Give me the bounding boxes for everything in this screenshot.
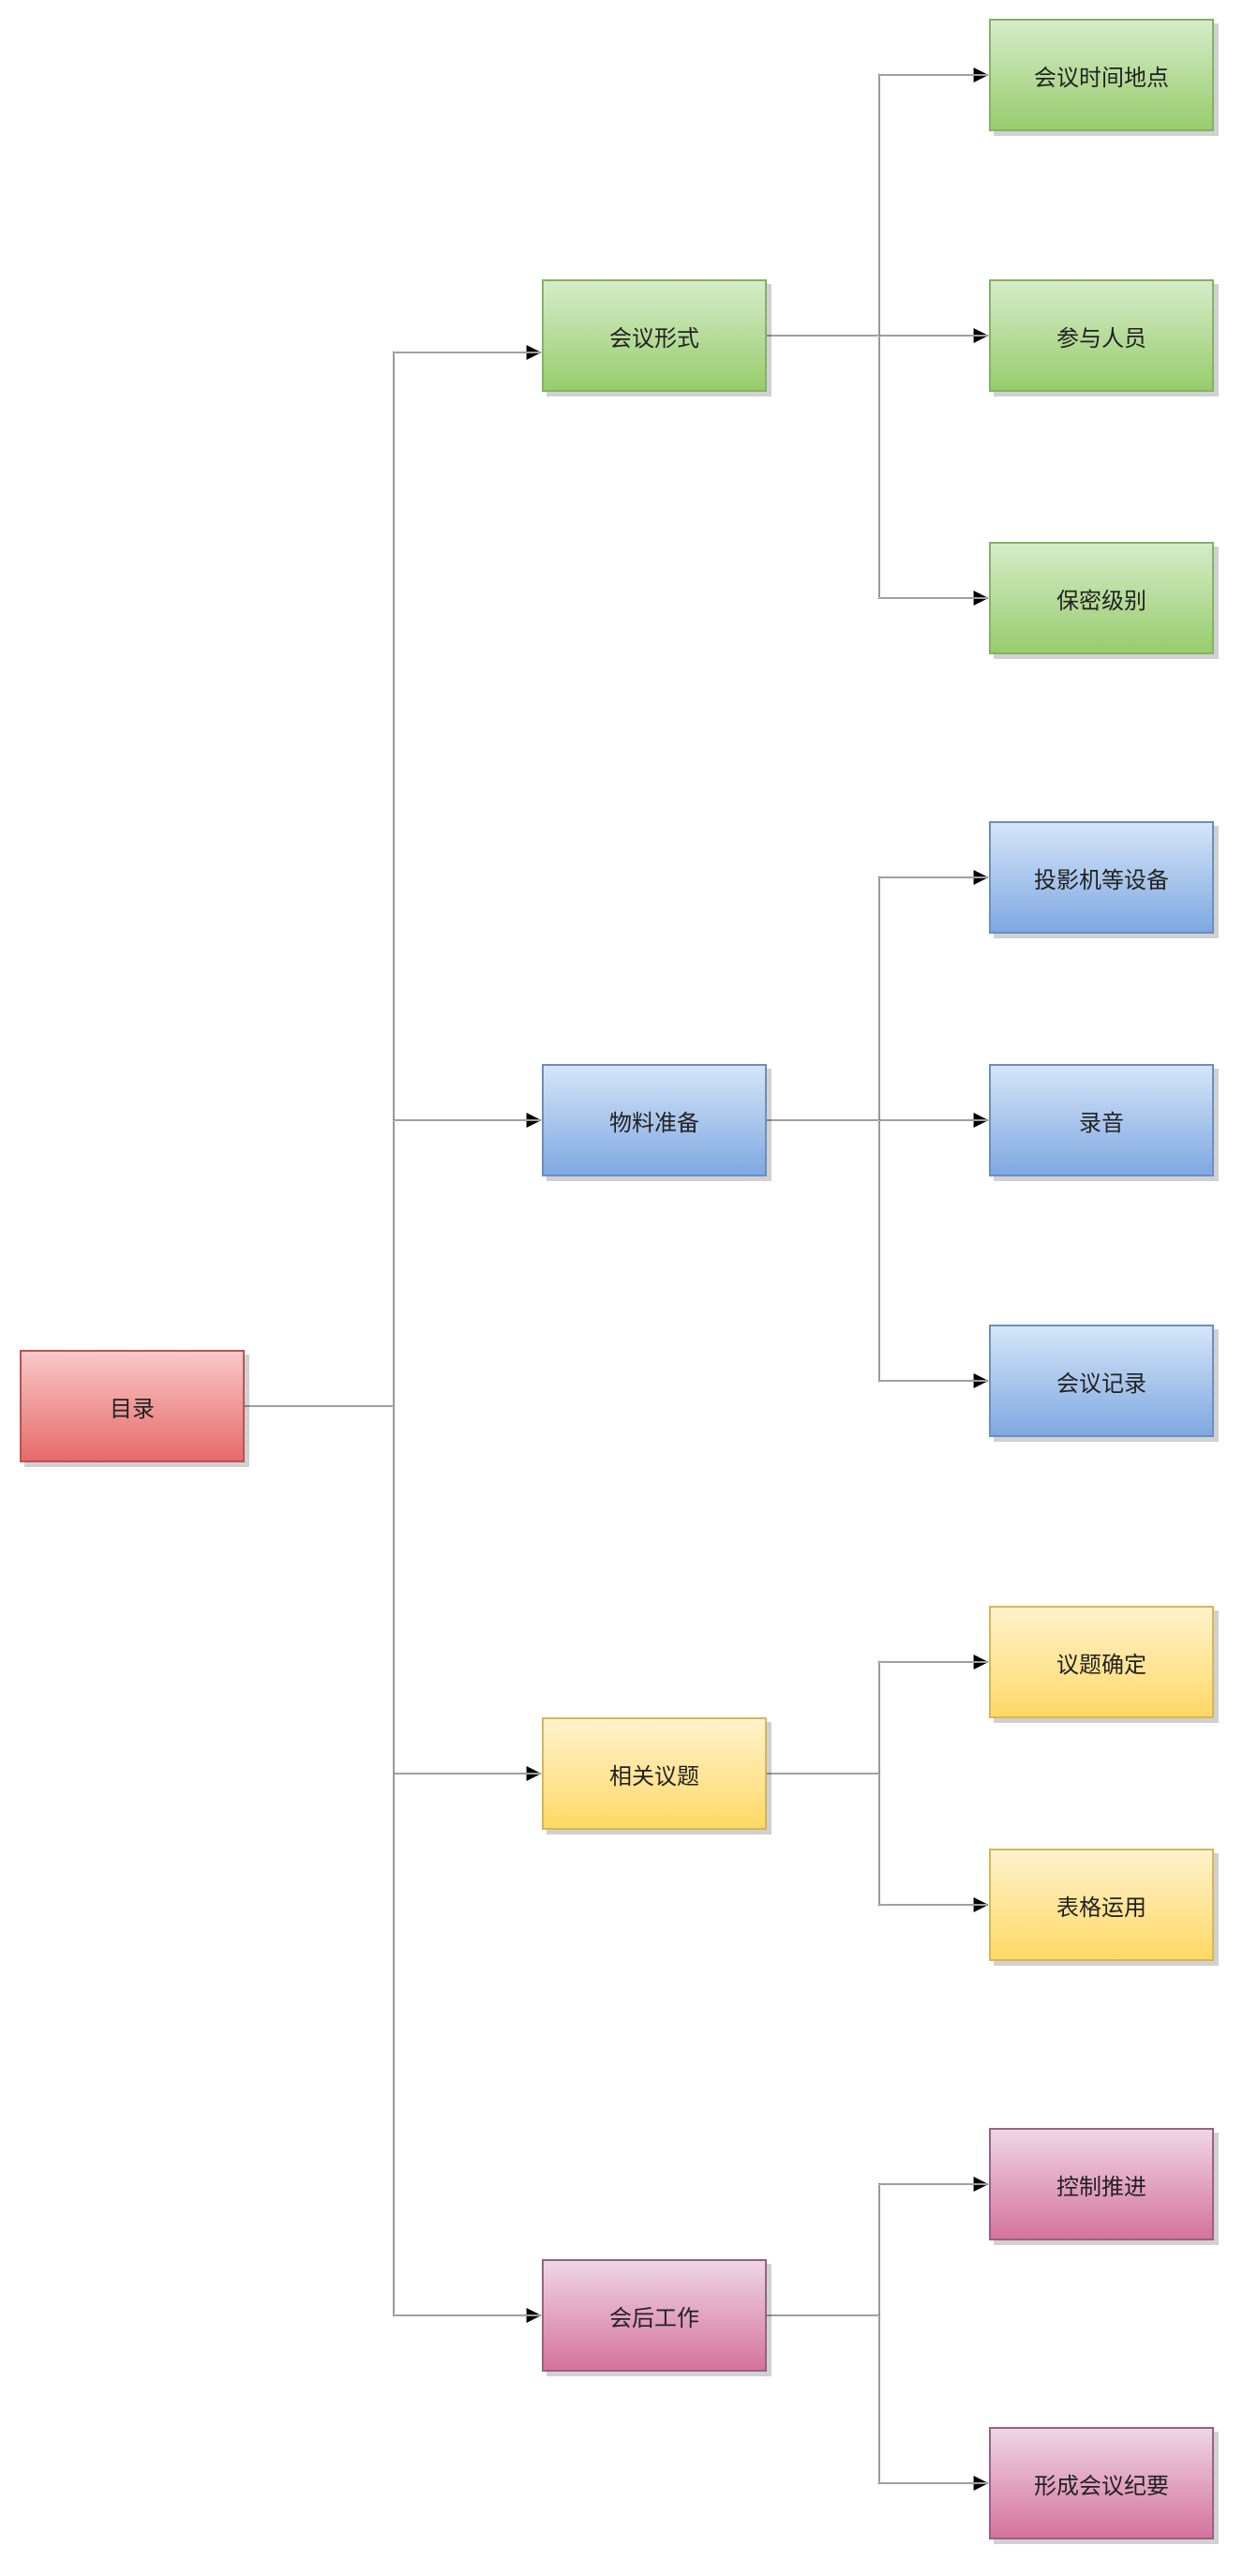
connector-root-to-post-meeting-work-highlight — [245, 1405, 540, 2316]
leaf-node-label: 保密级别 — [1056, 587, 1146, 614]
connector-root-to-related-topics — [245, 1405, 542, 1781]
leaf-node-label: 形成会议纪要 — [1034, 2472, 1169, 2499]
leaf-node-label: 投影机等设备 — [1034, 866, 1169, 893]
leaf-node-label: 会议记录 — [1056, 1370, 1146, 1397]
connector-post-to-control-highlight — [767, 2183, 987, 2316]
leaf-node-participants[interactable]: 参与人员 — [989, 279, 1214, 392]
connector-format-to-confidentiality — [767, 335, 989, 606]
leaf-node-label: 录音 — [1079, 1109, 1124, 1136]
connector-material-to-projector-highlight — [767, 876, 987, 1121]
leaf-node-confidentiality-level[interactable]: 保密级别 — [989, 542, 1214, 654]
connector-post-to-summary-highlight — [767, 2314, 987, 2484]
connector-root-to-material-prep — [245, 1113, 542, 1407]
connector-root-to-meeting-format — [245, 345, 542, 1407]
connector-format-to-time-place — [767, 67, 989, 337]
leaf-node-control-progress[interactable]: 控制推进 — [989, 2128, 1214, 2240]
leaf-node-form-meeting-summary[interactable]: 形成会议纪要 — [989, 2427, 1214, 2539]
leaf-node-label: 参与人员 — [1056, 324, 1146, 352]
leaf-node-projector-equipment[interactable]: 投影机等设备 — [989, 821, 1214, 934]
connector-topics-to-determination-highlight — [767, 1661, 987, 1775]
connector-material-to-minutes-highlight — [767, 1119, 987, 1382]
branch-node-post-meeting-work[interactable]: 会后工作 — [542, 2259, 767, 2372]
connector-format-to-confidentiality-highlight — [767, 335, 987, 599]
connector-format-to-time-place-highlight — [767, 74, 987, 337]
branch-node-label: 物料准备 — [609, 1109, 699, 1136]
leaf-node-recording[interactable]: 录音 — [989, 1064, 1214, 1176]
leaf-node-form-usage[interactable]: 表格运用 — [989, 1849, 1214, 1961]
connector-post-to-control — [767, 2177, 989, 2316]
branch-node-label: 会后工作 — [609, 2304, 699, 2331]
connector-topics-to-determination — [767, 1655, 989, 1775]
leaf-node-label: 控制推进 — [1056, 2173, 1146, 2200]
connector-topics-to-form-usage — [767, 1773, 989, 1912]
root-node-label: 目录 — [110, 1395, 155, 1422]
connector-root-to-material-prep-highlight — [245, 1119, 540, 1407]
connector-root-to-post-meeting-work — [245, 1405, 542, 2323]
root-node-catalog[interactable]: 目录 — [20, 1350, 245, 1462]
branch-node-meeting-format[interactable]: 会议形式 — [542, 279, 767, 392]
branch-node-related-topics[interactable]: 相关议题 — [542, 1717, 767, 1830]
leaf-node-label: 议题确定 — [1056, 1651, 1146, 1678]
connector-root-to-meeting-format-highlight — [245, 352, 540, 1407]
connector-material-to-projector — [767, 870, 989, 1121]
connector-topics-to-form-usage-highlight — [767, 1773, 987, 1906]
leaf-node-label: 会议时间地点 — [1034, 64, 1169, 91]
leaf-node-meeting-minutes[interactable]: 会议记录 — [989, 1325, 1214, 1437]
connector-material-to-minutes — [767, 1119, 989, 1388]
leaf-node-meeting-time-place[interactable]: 会议时间地点 — [989, 19, 1214, 131]
branch-node-label: 相关议题 — [609, 1762, 699, 1790]
branch-node-material-prep[interactable]: 物料准备 — [542, 1064, 767, 1176]
leaf-node-label: 表格运用 — [1056, 1894, 1146, 1921]
branch-node-label: 会议形式 — [609, 324, 699, 352]
leaf-node-topic-determination[interactable]: 议题确定 — [989, 1606, 1214, 1718]
connector-post-to-summary — [767, 2314, 989, 2491]
connector-root-to-related-topics-highlight — [245, 1405, 540, 1775]
